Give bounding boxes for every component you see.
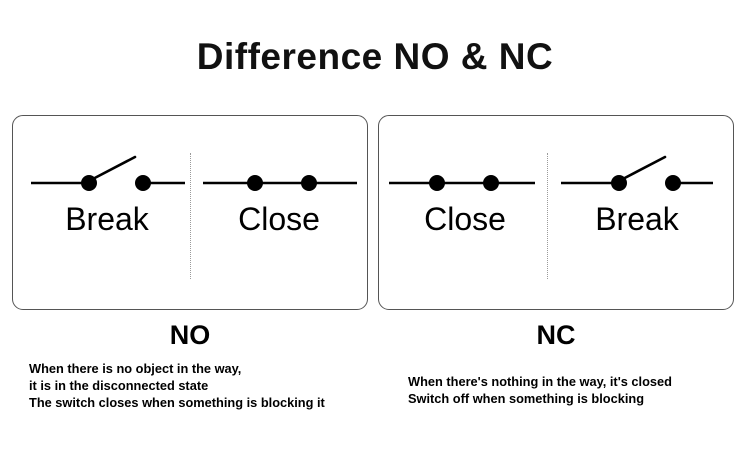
panel-nc: Close Break <box>378 115 734 310</box>
switch-symbol-no-close: Close <box>199 143 359 273</box>
description-line: Switch off when something is blocking <box>408 391 645 406</box>
panel-divider-nc <box>547 153 548 279</box>
switch-symbol-nc-break: Break <box>557 143 717 273</box>
description-no: When there is no object in the way, it i… <box>29 360 325 411</box>
description-nc: When there's nothing in the way, it's cl… <box>408 373 672 407</box>
switch-symbol-nc-close: Close <box>385 143 545 273</box>
caption-no: NO <box>169 320 211 350</box>
description-line: When there's nothing in the way, it's cl… <box>408 374 672 389</box>
switch-label: Close <box>238 201 320 237</box>
panel-divider-no <box>190 153 191 279</box>
description-line: it is in the disconnected state <box>29 378 209 393</box>
switch-label: Break <box>595 201 679 237</box>
switch-closed-icon <box>389 175 535 191</box>
switch-label: Break <box>65 201 149 237</box>
panel-no: Break Close <box>12 115 368 310</box>
switch-open-icon <box>561 155 713 191</box>
description-line: The switch closes when something is bloc… <box>29 395 325 410</box>
switch-open-icon <box>31 155 185 191</box>
switch-symbol-no-break: Break <box>27 143 187 273</box>
switch-label: Close <box>424 201 506 237</box>
description-line: When there is no object in the way, <box>29 361 242 376</box>
page-title: Difference NO & NC <box>196 36 554 77</box>
switch-closed-icon <box>203 175 357 191</box>
caption-nc: NC <box>536 320 576 350</box>
